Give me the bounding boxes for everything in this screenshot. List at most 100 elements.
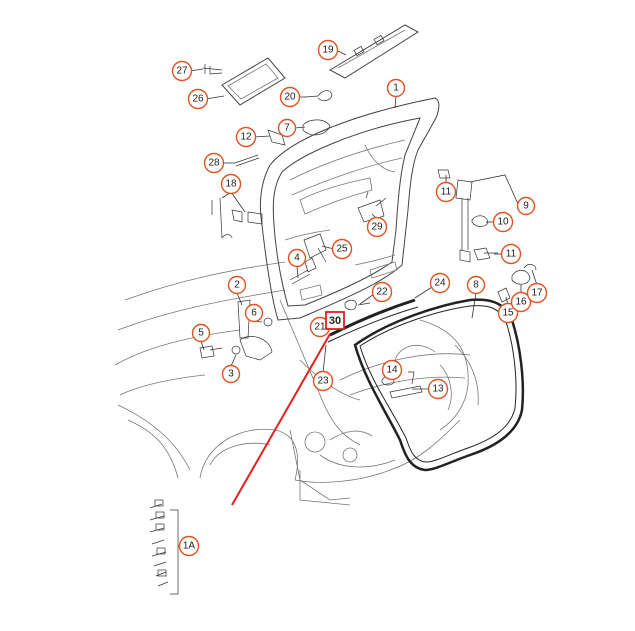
callout-25[interactable]: 25 (331, 238, 353, 260)
part-2-drawing (237, 299, 251, 339)
part-13-drawing (389, 371, 423, 399)
callout-11[interactable]: 11 (500, 243, 522, 265)
callout-label: 19 (322, 45, 334, 56)
callout-15[interactable]: 15 (497, 302, 519, 324)
callout-27[interactable]: 27 (171, 60, 193, 82)
tailgate-seal (353, 298, 525, 472)
callout-circle (227, 275, 247, 295)
callout-29[interactable]: 29 (366, 216, 388, 238)
part-19-drawing (328, 24, 419, 79)
part-7-drawing (302, 119, 331, 136)
highlight-box-30 (325, 311, 345, 330)
callout-20[interactable]: 20 (279, 86, 301, 108)
callout-13[interactable]: 13 (427, 378, 449, 400)
leader-line (469, 174, 519, 205)
callout-11[interactable]: 11 (435, 181, 457, 203)
callout-17[interactable]: 17 (526, 282, 548, 304)
callout-9[interactable]: 9 (516, 196, 536, 216)
callout-circle (466, 275, 486, 295)
callout-label: 29 (371, 222, 383, 233)
callout-22[interactable]: 22 (371, 281, 393, 303)
callout-label: 24 (434, 278, 446, 289)
callout-label: 2 (234, 280, 240, 291)
part-22-drawing (344, 299, 371, 311)
callout-circle (510, 291, 532, 313)
callout-label: 7 (284, 123, 290, 134)
callout-label: 20 (284, 92, 296, 103)
callout-circle (429, 272, 451, 294)
callout-circle (279, 86, 301, 108)
callout-label: 15 (502, 308, 514, 319)
callout-2[interactable]: 2 (227, 275, 247, 295)
leader-line (200, 340, 205, 351)
part-1a-drawing (149, 499, 179, 595)
callout-circle (371, 281, 393, 303)
callout-24[interactable]: 24 (429, 272, 451, 294)
callout-label: 13 (432, 384, 444, 395)
callout-8[interactable]: 8 (466, 275, 486, 295)
callout-21[interactable]: 21 (309, 316, 331, 338)
callout-circle (366, 216, 388, 238)
tailgate (259, 97, 440, 321)
part-3-drawing (239, 336, 273, 361)
callout-circle (526, 282, 548, 304)
callout-label: 3 (228, 369, 234, 380)
callout-label: 11 (441, 187, 452, 198)
leader-line (294, 126, 306, 129)
callout-circle (317, 39, 339, 61)
callout-label: 27 (176, 66, 188, 77)
part-29-drawing (357, 191, 387, 223)
leader-line (253, 135, 271, 138)
callout-label: 26 (192, 94, 204, 105)
callout-label: 16 (515, 297, 527, 308)
callout-label: 14 (386, 365, 398, 376)
callout-18[interactable]: 18 (220, 173, 242, 195)
callout-23[interactable]: 23 (312, 370, 334, 392)
callout-1a[interactable]: 1A (178, 535, 200, 557)
part-20-drawing (304, 90, 333, 102)
callout-circle (187, 88, 209, 110)
callout-12[interactable]: 12 (235, 126, 257, 148)
callout-14[interactable]: 14 (381, 359, 403, 381)
callout-circle (171, 60, 193, 82)
callout-16[interactable]: 16 (510, 291, 532, 313)
callout-label: 11 (506, 249, 517, 260)
part-18-drawing (211, 197, 263, 239)
callout-label: 25 (336, 244, 348, 255)
leader-line (205, 95, 225, 100)
part-4-drawing (289, 257, 317, 285)
callout-circle (497, 302, 519, 324)
part-17-drawing (523, 264, 537, 271)
callout-circle (500, 243, 522, 265)
leader-line (296, 265, 299, 279)
callout-circle (381, 359, 403, 381)
callout-28[interactable]: 28 (203, 152, 225, 174)
callout-19[interactable]: 19 (317, 39, 339, 61)
callout-3[interactable]: 3 (221, 364, 241, 384)
callout-26[interactable]: 26 (187, 88, 209, 110)
callout-circle (220, 173, 242, 195)
car-body-outline (114, 261, 479, 506)
part-25-drawing (303, 233, 327, 263)
callout-5[interactable]: 5 (191, 323, 211, 343)
leader-line (394, 95, 397, 109)
part-9-drawing (437, 169, 473, 263)
callout-label: 6 (251, 308, 257, 319)
callout-1[interactable]: 1 (386, 78, 406, 98)
callout-circle (386, 78, 406, 98)
callout-label: 10 (497, 217, 509, 228)
callout-6[interactable]: 6 (244, 303, 264, 323)
part-15-drawing (497, 287, 511, 303)
callout-10[interactable]: 10 (492, 211, 514, 233)
leader-line (236, 292, 243, 306)
callout-7[interactable]: 7 (277, 118, 297, 138)
leader-line (230, 191, 246, 213)
callout-circle (435, 181, 457, 203)
pointer-arrow (231, 333, 331, 506)
leader-line (471, 292, 477, 319)
callout-circle (312, 370, 334, 392)
callout-4[interactable]: 4 (287, 248, 307, 268)
